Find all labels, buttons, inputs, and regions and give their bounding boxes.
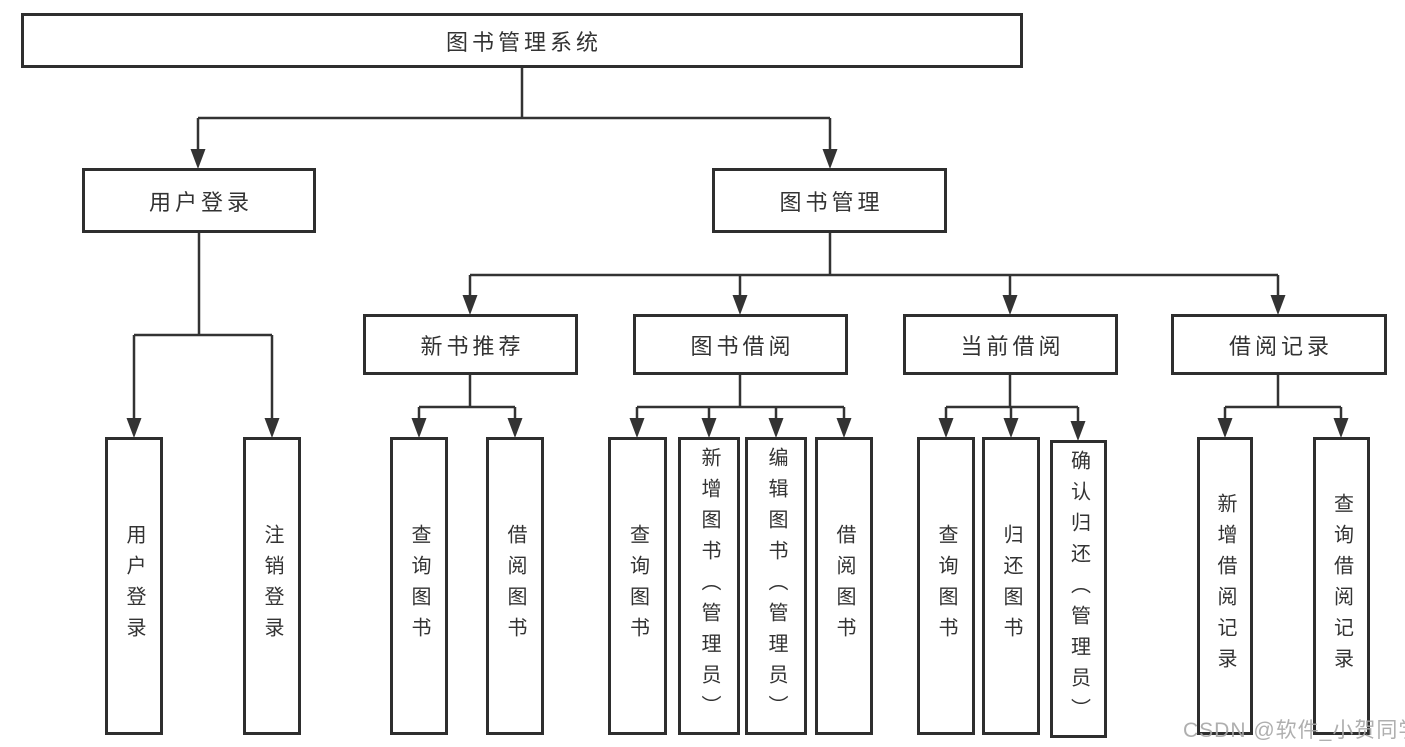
node-book-management: 图书管理 xyxy=(712,168,947,233)
leaf-add-borrow-record: 新增借阅记录 xyxy=(1197,437,1253,735)
leaf-logout: 注销登录 xyxy=(243,437,301,735)
leaf-add-borrow-record-label: 新增借阅记录 xyxy=(1214,493,1236,679)
leaf-user-login-label: 用户登录 xyxy=(123,524,145,648)
leaf-query-books-borrow: 查询图书 xyxy=(608,437,667,735)
leaf-borrow-books-recommend: 借阅图书 xyxy=(486,437,544,735)
node-root-label: 图书管理系统 xyxy=(445,29,602,55)
node-new-book-recommend-label: 新书推荐 xyxy=(420,333,525,359)
leaf-query-books-current: 查询图书 xyxy=(917,437,975,735)
node-book-borrow: 图书借阅 xyxy=(633,314,848,375)
leaf-edit-books-admin: 编辑图书（管理员） xyxy=(745,437,807,735)
node-current-borrow: 当前借阅 xyxy=(903,314,1118,375)
leaf-query-borrow-record: 查询借阅记录 xyxy=(1313,437,1370,735)
leaf-return-books-label: 归还图书 xyxy=(1000,524,1022,648)
node-borrow-records-label: 借阅记录 xyxy=(1228,333,1333,359)
csdn-watermark: CSDN @软件_小贺同学 xyxy=(1183,719,1405,742)
arrowhead-icons xyxy=(126,149,1349,441)
node-current-borrow-label: 当前借阅 xyxy=(960,333,1065,359)
leaf-add-books-admin: 新增图书（管理员） xyxy=(678,437,740,735)
leaf-add-books-admin-label: 新增图书（管理员） xyxy=(698,446,720,726)
leaf-query-books-borrow-label: 查询图书 xyxy=(626,524,649,648)
leaf-borrow-books-label: 借阅图书 xyxy=(833,524,855,648)
leaf-query-books-current-label: 查询图书 xyxy=(935,524,957,648)
leaf-borrow-books-recommend-label: 借阅图书 xyxy=(504,524,526,648)
node-new-book-recommend: 新书推荐 xyxy=(363,314,578,375)
leaf-logout-label: 注销登录 xyxy=(261,524,283,648)
leaf-query-books-recommend: 查询图书 xyxy=(390,437,448,735)
node-book-borrow-label: 图书借阅 xyxy=(690,333,795,359)
node-borrow-records: 借阅记录 xyxy=(1171,314,1387,375)
leaf-user-login: 用户登录 xyxy=(105,437,163,735)
node-user-login: 用户登录 xyxy=(82,168,316,233)
leaf-return-books: 归还图书 xyxy=(982,437,1040,735)
leaf-confirm-return-admin: 确认归还（管理员） xyxy=(1050,440,1107,738)
node-book-management-label: 图书管理 xyxy=(779,189,884,215)
leaf-query-books-recommend-label: 查询图书 xyxy=(408,524,430,648)
leaf-confirm-return-admin-label: 确认归还（管理员） xyxy=(1067,449,1090,729)
leaf-borrow-books: 借阅图书 xyxy=(815,437,873,735)
leaf-edit-books-admin-label: 编辑图书（管理员） xyxy=(765,446,787,726)
tree-edges xyxy=(132,68,1343,422)
leaf-query-borrow-record-label: 查询借阅记录 xyxy=(1330,493,1353,679)
node-root: 图书管理系统 xyxy=(21,13,1023,68)
node-user-login-label: 用户登录 xyxy=(148,189,253,215)
